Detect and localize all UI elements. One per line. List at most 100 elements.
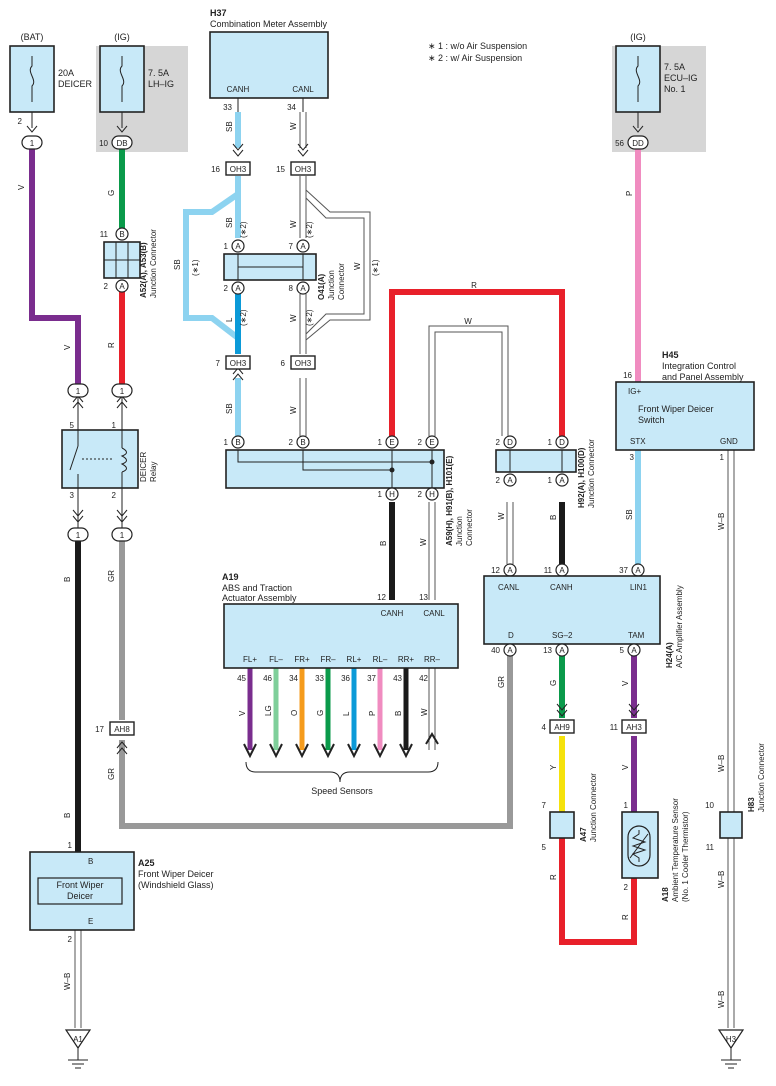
svg-text:A18: A18 xyxy=(661,887,670,902)
svg-text:Switch: Switch xyxy=(638,415,665,425)
svg-text:10: 10 xyxy=(705,801,714,810)
wire-sb-bypass xyxy=(183,191,240,341)
svg-text:SB: SB xyxy=(225,121,234,132)
svg-text:(Windshield Glass): (Windshield Glass) xyxy=(138,880,214,890)
connector-oh3-6 xyxy=(290,355,316,370)
svg-text:SB: SB xyxy=(225,403,234,414)
svg-text:OH3: OH3 xyxy=(230,165,247,174)
svg-text:W: W xyxy=(497,512,506,520)
ac-amplifier: A A A 12 11 37 CANL CANH LIN1 D SG–2 TAM… xyxy=(483,563,684,668)
front-wiper-deicer: Front Wiper Deicer B E 1 2 A25 Front Wip… xyxy=(29,841,214,944)
svg-text:W–B: W–B xyxy=(717,755,726,772)
sensor-pin-number: 42 xyxy=(419,674,428,683)
svg-text:6: 6 xyxy=(281,359,286,368)
combination-meter: H37 Combination Meter Assembly CANH CANL… xyxy=(209,8,329,112)
svg-text:H24(A): H24(A) xyxy=(665,642,674,668)
svg-text:ABS and Traction: ABS and Traction xyxy=(222,583,292,593)
svg-text:34: 34 xyxy=(287,103,296,112)
svg-text:13: 13 xyxy=(543,646,552,655)
svg-text:1: 1 xyxy=(112,421,117,430)
connector-db xyxy=(111,135,133,150)
svg-text:SB: SB xyxy=(173,259,182,270)
svg-text:Front Wiper Deicer: Front Wiper Deicer xyxy=(138,869,214,879)
svg-text:B: B xyxy=(88,857,93,866)
sensor-pin-label: RR+ xyxy=(398,655,415,664)
ambient-temp-sensor: 1 2 A18 Ambient Temperature Sensor (No. … xyxy=(621,798,690,902)
svg-text:(∗2): (∗2) xyxy=(305,309,314,326)
svg-text:H45: H45 xyxy=(662,350,679,360)
svg-text:W–B: W–B xyxy=(63,973,72,990)
svg-text:5: 5 xyxy=(620,646,625,655)
svg-text:1: 1 xyxy=(378,490,383,499)
junction-h83: 10 11 H83 Junction Connector xyxy=(705,743,766,852)
svg-text:Front Wiper: Front Wiper xyxy=(56,880,103,890)
svg-text:Junction Connector: Junction Connector xyxy=(587,439,596,508)
junction-a59: B B E E 1 2 1 2 H H 1 2 A59(H), H91(B), … xyxy=(224,435,474,546)
deicer-relay: 5 1 3 2 DEICER Relay xyxy=(61,421,158,500)
wire-gr xyxy=(119,540,513,829)
ground-h3: H3 xyxy=(717,1029,745,1069)
fuse-bat-pin: 2 xyxy=(18,117,23,126)
svg-text:37: 37 xyxy=(619,566,628,575)
junction-a47: 7 5 A47 Junction Connector xyxy=(542,773,598,852)
svg-text:3: 3 xyxy=(70,491,75,500)
wire-v-bat xyxy=(29,148,81,384)
svg-text:Junction: Junction xyxy=(455,516,464,546)
fuse-ig2-name2: No. 1 xyxy=(664,84,686,94)
svg-text:Relay: Relay xyxy=(149,462,158,482)
connector-ah8 xyxy=(109,721,135,736)
svg-text:2: 2 xyxy=(68,935,73,944)
svg-text:D: D xyxy=(508,631,514,640)
svg-text:1: 1 xyxy=(224,438,229,447)
svg-text:SB: SB xyxy=(625,509,634,520)
svg-text:SB: SB xyxy=(225,217,234,228)
sensor-pin-number: 34 xyxy=(289,674,298,683)
svg-text:CANL: CANL xyxy=(423,609,445,618)
svg-text:IG+: IG+ xyxy=(628,387,641,396)
wire-wb-a25 xyxy=(74,930,82,1028)
fuse-ig1-rating: 7. 5A xyxy=(148,68,169,78)
svg-text:W–B: W–B xyxy=(717,871,726,888)
svg-text:12: 12 xyxy=(491,566,500,575)
svg-text:H83: H83 xyxy=(747,797,756,812)
svg-text:1: 1 xyxy=(720,453,725,462)
svg-text:CANH: CANH xyxy=(227,85,250,94)
svg-text:17: 17 xyxy=(95,725,104,734)
note-1: ∗ 1 : w/o Air Suspension xyxy=(428,41,527,51)
svg-text:V: V xyxy=(63,344,72,350)
svg-text:W: W xyxy=(464,317,472,326)
fuse-bat-source: (BAT) xyxy=(21,32,44,42)
svg-text:H: H xyxy=(389,490,395,499)
speed-sensor-labels: FL+45VFL–46LGFR+34OFR–33GRL+36LRL–37PRR+… xyxy=(237,655,440,716)
svg-text:GR: GR xyxy=(497,676,506,688)
fuse-ig2-rating: 7. 5A xyxy=(664,62,685,72)
fuse-icon xyxy=(119,56,125,102)
svg-text:B: B xyxy=(235,438,240,447)
wire-wb-h83 xyxy=(727,450,735,1028)
svg-text:2: 2 xyxy=(104,282,109,291)
chevron-icons xyxy=(26,125,644,133)
sensor-wire-color: LG xyxy=(264,705,273,716)
connector-ah9 xyxy=(549,719,575,734)
chevron-icons-ah xyxy=(116,703,640,755)
svg-text:CANH: CANH xyxy=(381,609,404,618)
svg-text:10: 10 xyxy=(99,139,108,148)
svg-text:15: 15 xyxy=(276,165,285,174)
svg-text:16: 16 xyxy=(211,165,220,174)
svg-text:1: 1 xyxy=(224,242,229,251)
svg-text:Junction Connector: Junction Connector xyxy=(149,229,158,298)
svg-text:A: A xyxy=(559,566,565,575)
sensor-pin-label: RR– xyxy=(424,655,441,664)
svg-text:Connector: Connector xyxy=(337,263,346,300)
svg-text:8: 8 xyxy=(289,284,294,293)
svg-text:DB: DB xyxy=(116,139,127,148)
svg-text:2: 2 xyxy=(624,883,629,892)
svg-text:(∗1): (∗1) xyxy=(191,259,200,276)
svg-text:H: H xyxy=(429,490,435,499)
svg-text:2: 2 xyxy=(496,438,501,447)
wire-w-h24 xyxy=(506,502,514,564)
svg-text:2: 2 xyxy=(418,490,423,499)
svg-text:5: 5 xyxy=(70,421,75,430)
sensor-wire-color: L xyxy=(342,711,351,716)
svg-text:Integration Control: Integration Control xyxy=(662,361,736,371)
